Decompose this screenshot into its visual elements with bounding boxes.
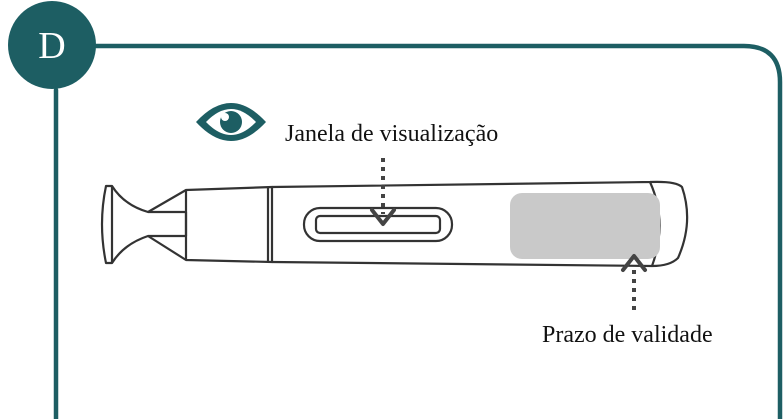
viewing-window-label: Janela de visualização: [285, 121, 498, 147]
viewing-window-arrow: [370, 158, 396, 226]
pen-cap-end: [100, 184, 188, 265]
expiry-date-label: Prazo de validade: [542, 322, 713, 348]
expiry-date-area: [510, 193, 660, 259]
pen-body: [271, 180, 689, 268]
eye-icon: [196, 103, 266, 141]
step-badge-circle: [8, 1, 96, 89]
viewing-window: [302, 206, 454, 243]
expiry-date-arrow: [621, 254, 647, 314]
panel-frame: [53, 43, 783, 419]
step-badge-letter: D: [38, 25, 65, 67]
pen-cap: [147, 185, 274, 264]
autoinjector-pen: [100, 180, 689, 268]
step-badge: D: [8, 1, 96, 89]
